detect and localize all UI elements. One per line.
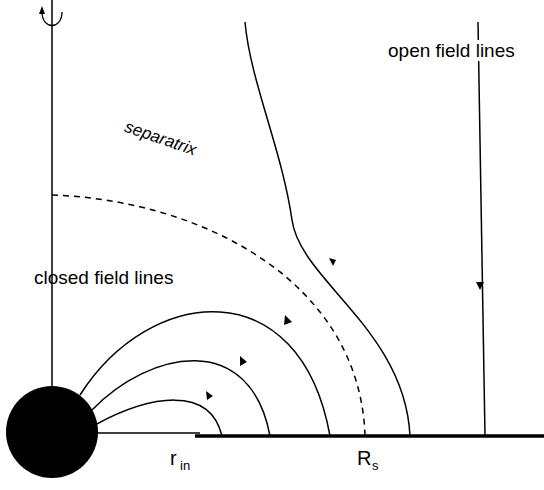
rotation-symbol bbox=[42, 12, 62, 26]
black-hole bbox=[6, 386, 98, 478]
closed-field-line bbox=[95, 400, 222, 436]
radius-subscript: s bbox=[372, 459, 379, 472]
accretion-disk bbox=[195, 434, 544, 438]
closed-field-line bbox=[92, 361, 270, 436]
separatrix-line bbox=[52, 195, 365, 436]
field-arrow bbox=[476, 282, 484, 290]
separatrix-label: separatrix bbox=[122, 118, 198, 158]
field-arrow bbox=[240, 356, 247, 366]
region-label: open field lines bbox=[386, 40, 517, 61]
field-arrow bbox=[206, 391, 213, 400]
closed-field-line bbox=[80, 312, 330, 436]
region-label: closed field lines bbox=[34, 268, 173, 287]
rotation-arrowhead bbox=[39, 6, 45, 14]
field-arrow bbox=[329, 258, 336, 266]
field-arrow bbox=[284, 315, 292, 325]
open-field-line bbox=[478, 22, 485, 436]
inner-line bbox=[90, 432, 200, 433]
radius-symbol: r bbox=[170, 448, 177, 468]
radius-symbol: R bbox=[357, 448, 371, 468]
radius-subscript: in bbox=[180, 459, 190, 472]
rotation-axis bbox=[51, 0, 53, 400]
open-field-line bbox=[245, 22, 410, 436]
